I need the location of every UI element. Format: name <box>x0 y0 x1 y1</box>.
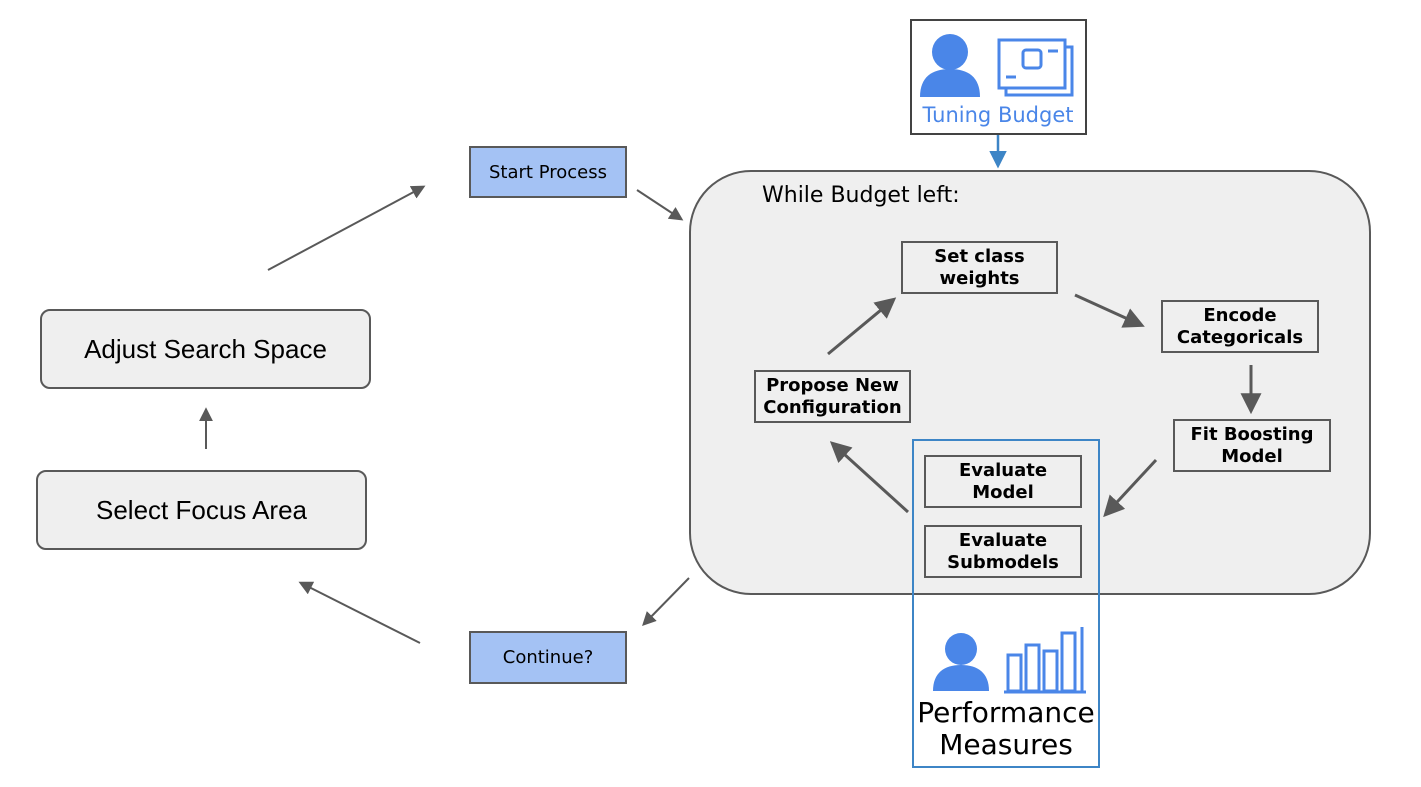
arrow-continue-to-select <box>298 581 421 644</box>
evaluate-model-node: Evaluate Model <box>924 455 1082 508</box>
arrow-propose-to-weights <box>827 297 897 356</box>
fit-boosting-model-node: Fit Boosting Model <box>1173 419 1331 472</box>
arrow-adjust-to-start <box>267 185 426 271</box>
performance-measures-label: Performance Measures <box>917 696 1095 761</box>
person-icon <box>920 34 980 97</box>
tuning-budget-panel: Tuning Budget <box>910 19 1087 135</box>
adjust-search-space-node: Adjust Search Space <box>40 309 371 389</box>
select-focus-area-node: Select Focus Area <box>36 470 367 550</box>
bar-chart-icon <box>1004 627 1086 694</box>
loop-title: While Budget left: <box>762 183 960 208</box>
arrow-weights-to-encode <box>1074 293 1145 328</box>
person-icon <box>933 633 989 691</box>
money-icon <box>997 38 1074 97</box>
tuning-budget-label: Tuning Budget <box>922 103 1074 127</box>
evaluate-submodels-node: Evaluate Submodels <box>924 525 1082 578</box>
arrow-fit-to-evaluate <box>1103 458 1158 518</box>
set-class-weights-node: Set class weights <box>901 241 1058 294</box>
arrow-start-to-loop <box>636 189 684 221</box>
propose-new-configuration-node: Propose New Configuration <box>754 370 911 423</box>
arrow-loop-to-continue <box>642 577 690 627</box>
performance-measures-panel: Performance Measures <box>912 439 1100 768</box>
arrow-evaluate-to-propose <box>829 441 910 514</box>
encode-categoricals-node: Encode Categoricals <box>1161 300 1319 353</box>
start-process-node: Start Process <box>469 146 627 198</box>
continue-node: Continue? <box>469 631 627 684</box>
